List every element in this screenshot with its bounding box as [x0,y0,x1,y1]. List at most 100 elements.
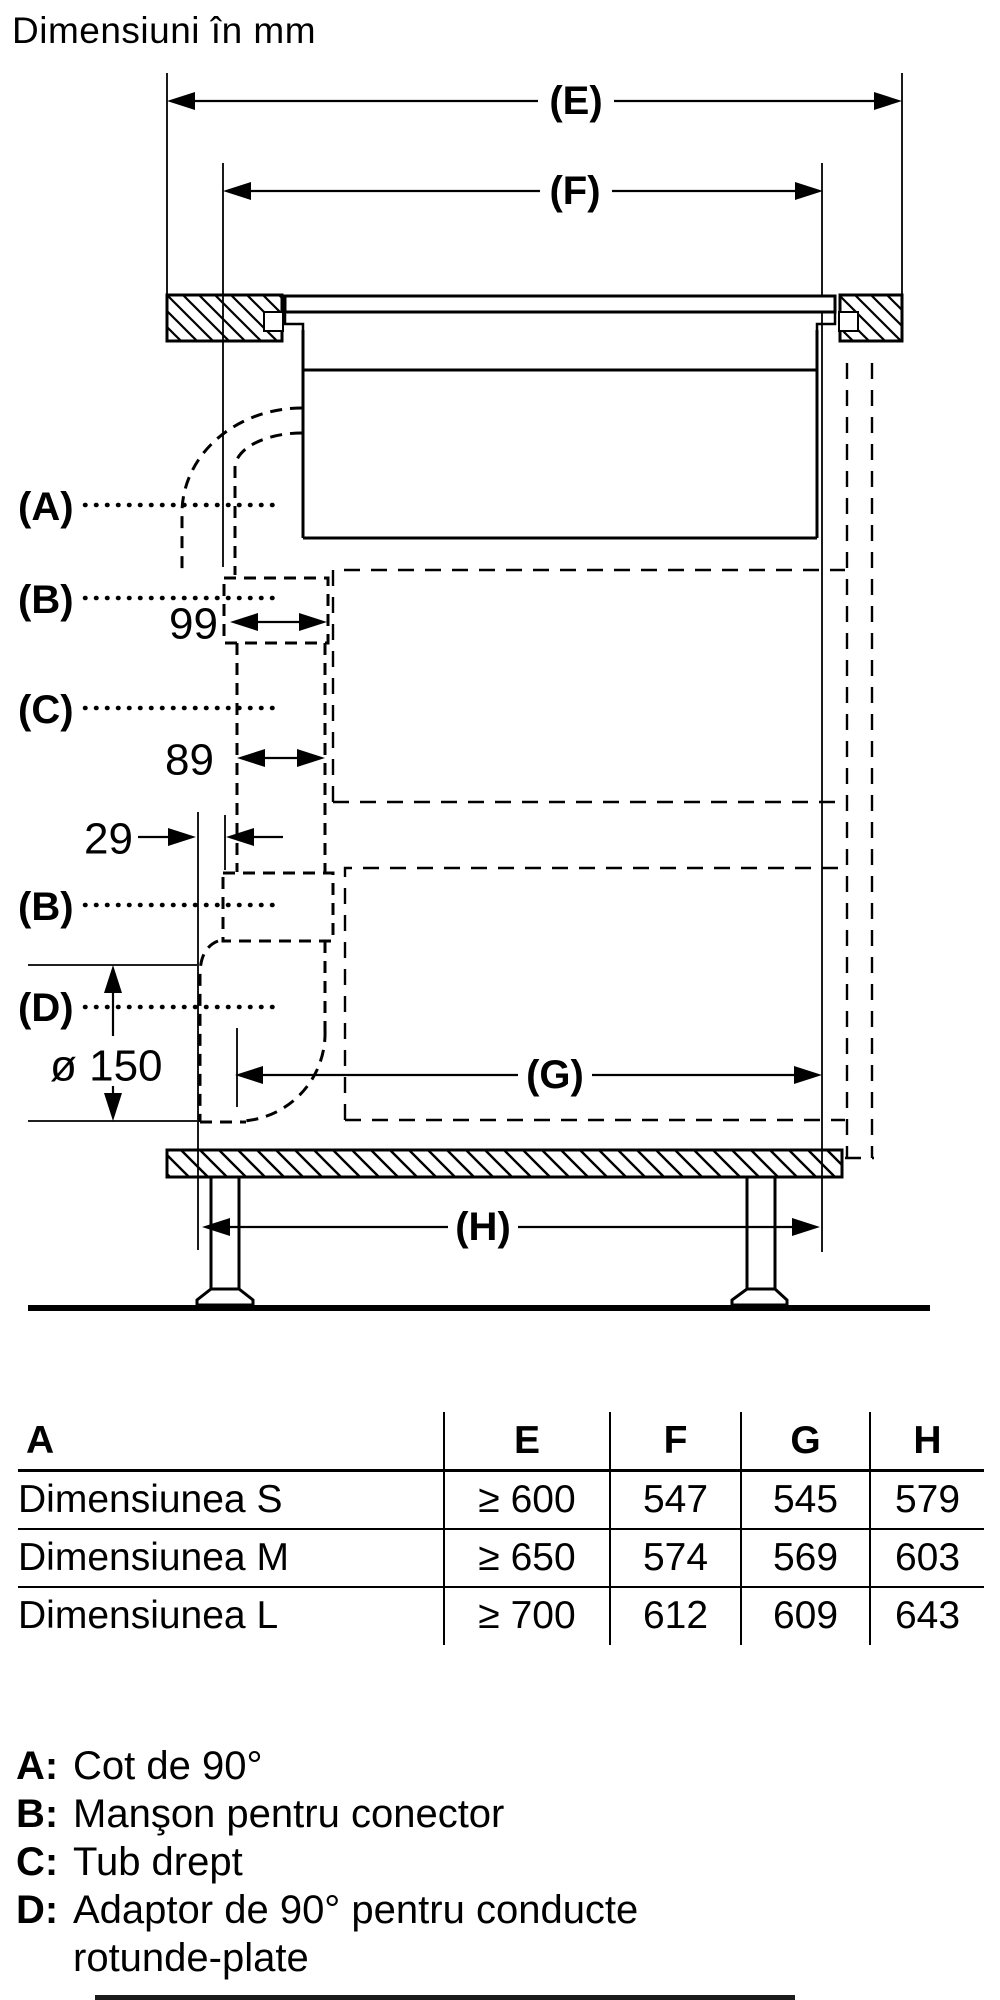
value-89: 89 [165,736,214,785]
dimension-diameter-150: ø 150 [50,965,163,1121]
base-cabinet [28,1148,930,1311]
dimension-G: (G) [235,1053,822,1097]
table-header-E: E [443,1412,610,1471]
cell-E: ≥ 650 [443,1528,610,1587]
legend-item-A: A: Cot de 90° [16,1742,766,1790]
legend-key: B: [16,1792,59,1836]
arrowhead-29-left [168,828,196,846]
legend-item-C: C: Tub drept [16,1838,766,1886]
arrowhead-G-right [794,1066,822,1084]
page-title: Dimensiuni în mm [12,10,317,51]
label-G: (G) [526,1053,584,1097]
extension-lines [28,73,903,1252]
table-row: Dimensiunea M ≥ 650 574 569 603 [18,1528,984,1587]
legend-text: Cot de 90° [73,1744,263,1788]
row-label: Dimensiunea M [18,1535,289,1579]
arrowhead-89-right [297,749,325,767]
connector-sleeve-lower [221,871,335,943]
arrowhead-150-up [104,965,122,993]
connector-sleeve-upper [222,576,330,645]
arrowhead-G-left [235,1066,263,1084]
label-C: (C) [18,688,74,732]
table-row: Dimensiunea S ≥ 600 547 545 579 [18,1470,984,1529]
adapter-curve [242,1029,327,1123]
part-labels: (A) (B) (C) (B) (D) [18,485,74,1030]
table-header-F: F [609,1412,741,1471]
leader-lines [82,502,281,1010]
cell-H: 643 [869,1586,984,1645]
cell-G: 569 [740,1528,870,1587]
dimension-89: 89 [165,736,325,785]
row-label: Dimensiunea L [18,1594,279,1637]
leg-right-foot [730,1287,789,1307]
arrowhead-H-right [792,1218,820,1236]
cell-E: ≥ 600 [443,1470,610,1529]
arrowhead-F-right [795,182,823,200]
table-header-A: A [26,1418,55,1462]
worktop-notch-right [838,311,859,332]
table-row: Dimensiunea L ≥ 700 612 609 643 [18,1586,984,1645]
elbow-90-outer [180,406,303,575]
worktop-notch-left [263,311,284,332]
dimension-F: (F) [223,169,823,213]
row-label: Dimensiunea S [18,1477,283,1521]
label-B-lower: (B) [18,885,74,929]
cell-F: 612 [609,1586,741,1645]
cabinet-zone-upper-a [331,568,845,802]
table-header-G: G [740,1412,870,1471]
legend-key: D: [16,1888,59,1932]
cabinet-outlines [331,363,874,1160]
dimension-29: 29 [84,815,283,864]
legend-key: C: [16,1840,59,1884]
label-H: (H) [455,1205,511,1249]
arrowhead-H-left [202,1218,230,1236]
legend-item-B: B: Manşon pentru conector [16,1790,766,1838]
cell-E: ≥ 700 [443,1586,610,1645]
legend-item-D: D: Adaptor de 90° pentru conducte rotund… [16,1886,766,1982]
hob-lip-left [283,312,305,341]
cell-G: 609 [740,1586,870,1645]
cabinet-zone-lower-a [343,866,845,1120]
leg-left-foot [195,1287,255,1307]
technical-drawing: (E) (F) [18,73,930,1311]
cell-F: 547 [609,1470,741,1529]
dimension-H: (H) [202,1205,820,1249]
worktop-left [165,293,284,343]
cabinet-shelf [165,1148,844,1179]
arrowhead-99-left [230,613,258,631]
arrowhead-99-right [299,613,327,631]
adapter-left-side [198,939,219,1122]
dimension-E: (E) [167,79,902,123]
arrowhead-89-left [237,749,265,767]
dimension-drawing-svg: (E) (F) [18,73,930,1311]
arrowhead-150-down [104,1093,122,1121]
cell-H: 603 [869,1528,984,1587]
elbow-90-inner [233,431,303,575]
value-99: 99 [169,600,218,649]
label-A: (A) [18,485,74,529]
cell-H: 579 [869,1470,984,1529]
dimension-99: 99 [169,600,327,649]
value-29: 29 [84,815,133,864]
legend-text: Manşon pentru conector [73,1792,505,1836]
arrowhead-F-left [223,182,251,200]
label-E: (E) [549,79,602,123]
value-diameter-150: ø 150 [50,1042,163,1091]
page-bottom-edge [95,1995,795,2000]
legend-text: Adaptor de 90° pentru conducte rotunde-p… [73,1888,639,1980]
table-header-row: A E F G H [18,1412,984,1471]
cell-G: 545 [740,1470,870,1529]
arrowhead-29-right [226,828,254,846]
dimensions-table: A E F G H Dimensiunea S ≥ 600 547 545 57… [18,1412,984,1645]
legend: A: Cot de 90° B: Manşon pentru conector … [16,1742,766,1982]
arrowhead-E-left [167,92,195,110]
legend-text: Tub drept [73,1840,243,1884]
label-F: (F) [549,169,600,213]
hob-top-plate [283,294,837,314]
table-header-H: H [869,1412,984,1471]
hob-lip-right [815,312,837,341]
label-B-upper: (B) [18,578,74,622]
legend-key: A: [16,1744,59,1788]
worktop-and-hob [165,293,904,540]
